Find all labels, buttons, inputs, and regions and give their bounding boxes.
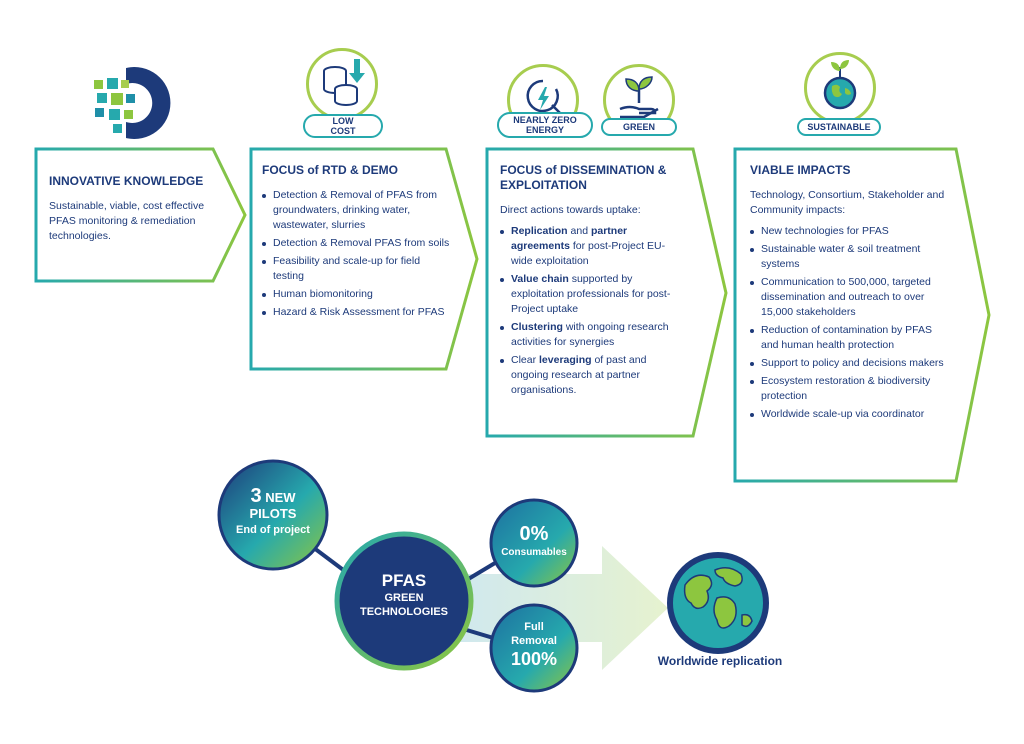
full-label: Full xyxy=(524,621,544,633)
viable-impacts-content: VIABLE IMPACTS Technology, Consortium, S… xyxy=(750,163,950,425)
list-item: Worldwide scale-up via coordinator xyxy=(750,407,950,422)
dissemination-content: FOCUS of DISSEMINATION & EXPLOITATION Di… xyxy=(500,163,680,401)
pilots-label: PILOTS xyxy=(249,506,297,521)
viable-impacts-intro: Technology, Consortium, Stakeholder and … xyxy=(750,189,945,216)
pilots-number: 3 xyxy=(250,485,262,507)
list-item: Reduction of contamination by PFAS and h… xyxy=(750,323,950,353)
list-item: Detection & Removal PFAS from soils xyxy=(262,236,452,251)
green-label-center: GREEN xyxy=(384,592,424,604)
coins-icon xyxy=(306,48,378,120)
list-item: Support to policy and decisions makers xyxy=(750,356,950,371)
nearly-zero-energy-badge: NEARLY ZERO ENERGY xyxy=(497,112,593,138)
consumables-label: Consumables xyxy=(501,547,567,558)
list-item: Hazard & Risk Assessment for PFAS xyxy=(262,305,452,320)
technologies-label: TECHNOLOGIES xyxy=(359,606,448,618)
green-label: GREEN xyxy=(622,122,655,132)
sustainable-badge: SUSTAINABLE xyxy=(797,118,881,136)
removal-value: 100% xyxy=(510,649,558,669)
rtd-demo-content: FOCUS of RTD & DEMO Detection & Removal … xyxy=(262,163,452,323)
list-item: Clustering with ongoing research activit… xyxy=(500,320,680,350)
viable-impacts-title: VIABLE IMPACTS xyxy=(750,163,851,177)
green-badge: GREEN xyxy=(601,118,677,136)
removal-label: Removal xyxy=(511,635,557,647)
list-item: Detection & Removal of PFAS from groundw… xyxy=(262,188,452,233)
nearly-zero-energy-label: NEARLY ZERO ENERGY xyxy=(513,115,577,135)
pilots-end-of-project: End of project xyxy=(236,524,310,536)
low-cost-label: LOW COST xyxy=(330,116,356,136)
list-item: Ecosystem restoration & biodiversity pro… xyxy=(750,374,950,404)
rtd-demo-list: Detection & Removal of PFAS from groundw… xyxy=(262,188,452,320)
innovative-knowledge-text: Sustainable, viable, cost effective PFAS… xyxy=(49,200,205,242)
list-item: Feasibility and scale-up for field testi… xyxy=(262,254,452,284)
list-item: Value chain supported by exploitation pr… xyxy=(500,272,680,317)
world-globe-icon xyxy=(667,552,769,654)
full-removal-text: Full Removal 100% xyxy=(494,620,574,670)
sustainable-label: SUSTAINABLE xyxy=(807,122,871,132)
low-cost-badge: LOW COST xyxy=(303,114,383,138)
dissemination-title: FOCUS of DISSEMINATION & EXPLOITATION xyxy=(500,163,667,192)
dissemination-list: Replication and partner agreements for p… xyxy=(500,224,680,398)
dissemination-intro: Direct actions towards uptake: xyxy=(500,204,641,216)
pfas-green-tech-text: PFAS GREEN TECHNOLOGIES xyxy=(348,570,460,619)
list-item: New technologies for PFAS xyxy=(750,224,950,239)
consumables-value: 0% xyxy=(519,523,549,545)
pfas-label: PFAS xyxy=(381,571,427,590)
consumables-text: 0% Consumables xyxy=(494,522,574,559)
list-item: Replication and partner agreements for p… xyxy=(500,224,680,269)
list-item: Sustainable water & soil treatment syste… xyxy=(750,242,950,272)
list-item: Communication to 500,000, targeted disse… xyxy=(750,275,950,320)
list-item: Human biomonitoring xyxy=(262,287,452,302)
rtd-demo-title: FOCUS of RTD & DEMO xyxy=(262,163,398,177)
new-pilots-text: 3 NEW PILOTS End of project xyxy=(225,485,321,538)
globe-sprout-icon xyxy=(804,52,876,124)
pilots-new: NEW xyxy=(265,490,296,505)
worldwide-replication-label: Worldwide replication xyxy=(657,654,783,668)
innovative-knowledge-content: INNOVATIVE KNOWLEDGE Sustainable, viable… xyxy=(49,174,209,244)
viable-impacts-list: New technologies for PFAS Sustainable wa… xyxy=(750,224,950,422)
list-item: Clear leveraging of past and ongoing res… xyxy=(500,353,680,398)
innovative-knowledge-title: INNOVATIVE KNOWLEDGE xyxy=(49,174,204,188)
